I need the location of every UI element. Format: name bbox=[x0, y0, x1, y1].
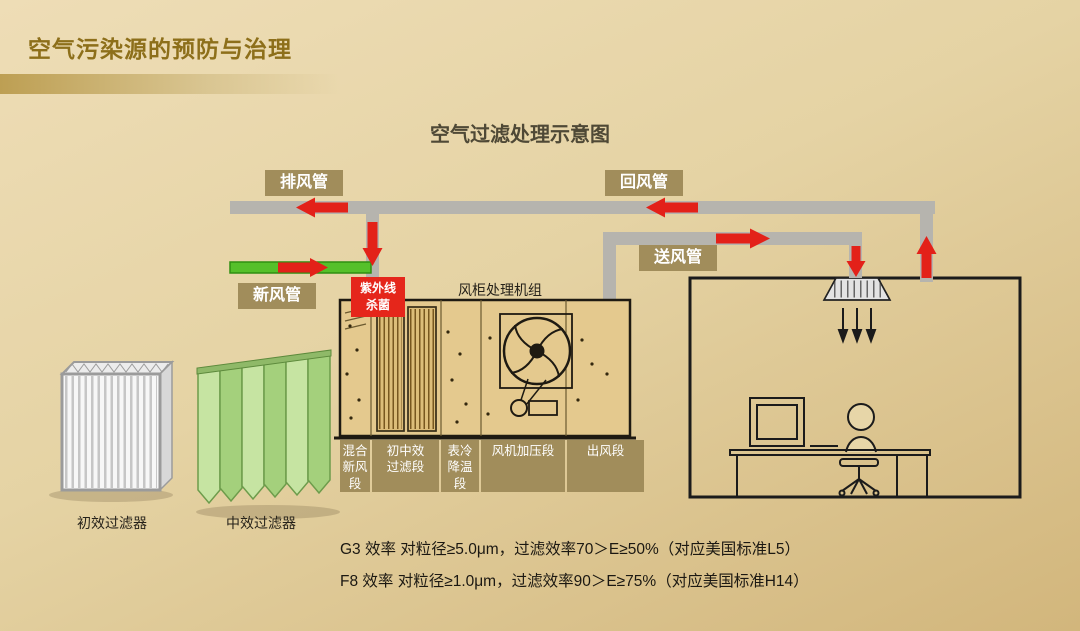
header-ribbon bbox=[0, 74, 340, 94]
uv-sterilization-badge: 紫外线 杀菌 bbox=[351, 277, 405, 317]
fan-motor-block bbox=[528, 400, 558, 416]
bagfilter-image bbox=[196, 349, 340, 519]
ceiling-diffuser bbox=[822, 277, 892, 301]
return-up-arrow bbox=[916, 236, 937, 278]
diffuser-down-arrow bbox=[846, 246, 866, 277]
exhaust-return-duct bbox=[230, 201, 935, 214]
particle-dots bbox=[345, 324, 609, 424]
ahu-fan bbox=[499, 313, 573, 417]
fresh-air-arrow bbox=[278, 258, 328, 277]
ahu-section-mixing: 混合 新风 段 bbox=[340, 440, 370, 492]
ahu-caption: 风柜处理机组 bbox=[458, 282, 542, 298]
efficiency-note-f8: F8 效率 对粒径≥1.0μm，过滤效率90＞E≥75%（对应美国标准H14） bbox=[340, 573, 809, 590]
return-down-arrow bbox=[362, 222, 383, 266]
prefilter-caption: 初效过滤器 bbox=[77, 515, 147, 531]
ahu-section-outlet: 出风段 bbox=[567, 440, 644, 492]
efficiency-note-g3: G3 效率 对粒径≥5.0μm，过滤效率70＞E≥50%（对应美国标准L5） bbox=[340, 541, 801, 558]
bagfilter-caption: 中效过滤器 bbox=[226, 515, 296, 531]
exhaust-arrow-2 bbox=[646, 197, 698, 218]
room-outline bbox=[688, 276, 1022, 499]
supply-right-arrow bbox=[716, 228, 770, 249]
exhaust-arrow-1 bbox=[296, 197, 348, 218]
return-duct-label: 回风管 bbox=[605, 170, 683, 196]
fan-motor-wheel bbox=[510, 399, 528, 417]
fresh-air-duct-label: 新风管 bbox=[238, 283, 316, 309]
exhaust-duct-label: 排风管 bbox=[265, 170, 343, 196]
ahu-section-fan: 风机加压段 bbox=[481, 440, 565, 492]
prefilter-image bbox=[49, 360, 175, 502]
supply-riser-duct bbox=[603, 232, 616, 302]
workstation-figure bbox=[729, 397, 931, 498]
ahu-filter-panels bbox=[376, 306, 437, 432]
ahu-section-cooling: 表冷 降温 段 bbox=[441, 440, 479, 492]
supply-duct-label: 送风管 bbox=[639, 245, 717, 271]
duct-network bbox=[229, 201, 935, 302]
person-head bbox=[847, 403, 875, 431]
diagram-title: 空气过滤处理示意图 bbox=[430, 124, 610, 146]
page-title: 空气污染源的预防与治理 bbox=[28, 36, 292, 62]
diffuser-airflow-arrows bbox=[837, 308, 877, 344]
ahu-section-filter: 初中效 过滤段 bbox=[372, 440, 439, 492]
